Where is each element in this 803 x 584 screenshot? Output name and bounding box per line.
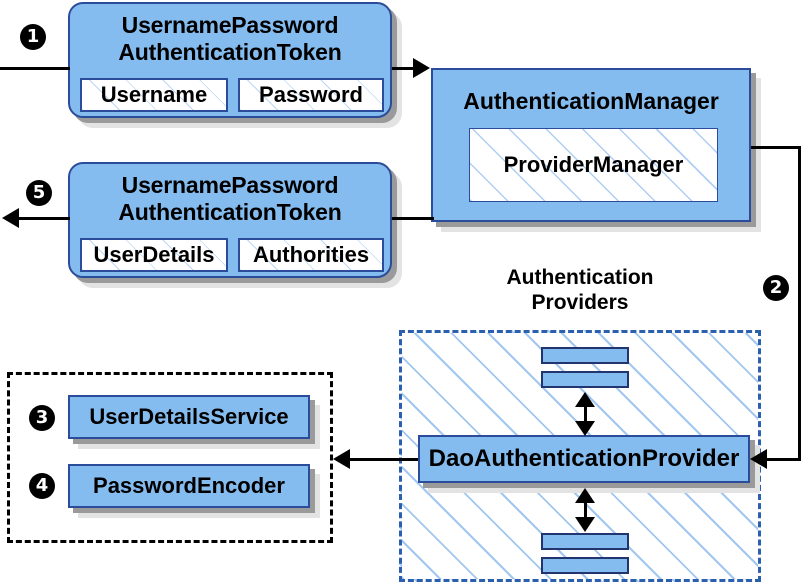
provider-placeholder-bottom-bar-2	[541, 557, 629, 574]
user-details-service-label: UserDetailsService	[89, 404, 289, 429]
step2-arrowhead	[750, 449, 767, 469]
authentication-manager-title: AuthenticationManager	[463, 88, 719, 114]
dao-authentication-provider-box[interactable]: DaoAuthenticationProvider	[418, 435, 750, 483]
request-token-title-line2: AuthenticationToken	[118, 39, 342, 65]
step2-line-top	[751, 146, 801, 149]
response-token-title-line1: UsernamePassword	[121, 172, 339, 198]
provider-to-support-line	[350, 458, 418, 461]
request-to-manager-line	[392, 67, 427, 70]
provider-placeholder-top-bar-1	[541, 347, 629, 364]
request-token-title-line1: UsernamePassword	[121, 12, 339, 38]
provider-manager-label: ProviderManager	[503, 152, 684, 177]
response-token-slot-userdetails[interactable]: UserDetails	[80, 238, 228, 272]
provider-to-support-arrowhead	[333, 449, 350, 469]
response-outgoing-line	[18, 217, 70, 220]
manager-to-response-line	[392, 217, 434, 220]
provider-link-bottom-line	[584, 492, 587, 524]
provider-link-top-arrow-down	[575, 421, 595, 436]
request-to-manager-arrowhead	[413, 58, 430, 78]
step2-line-vertical	[798, 146, 801, 460]
support-services-group[interactable]	[7, 372, 333, 543]
providers-caption: Authentication Providers	[460, 265, 700, 315]
step-4-badge: 4	[29, 473, 55, 499]
step-2-badge: 2	[763, 275, 789, 301]
provider-link-top-arrow-up	[575, 392, 595, 407]
response-token-card[interactable]: UsernamePassword AuthenticationToken Use…	[68, 162, 392, 278]
password-encoder-box[interactable]: PasswordEncoder	[68, 464, 310, 508]
request-token-slot-password[interactable]: Password	[238, 78, 384, 112]
request-token-card[interactable]: UsernamePassword AuthenticationToken Use…	[68, 2, 392, 118]
response-token-title-line2: AuthenticationToken	[118, 199, 342, 225]
password-encoder-label: PasswordEncoder	[93, 473, 285, 498]
provider-link-bottom-arrow-up	[575, 488, 595, 503]
request-token-slot-username[interactable]: Username	[80, 78, 228, 112]
response-outgoing-arrowhead	[2, 208, 19, 228]
response-token-slot-authorities[interactable]: Authorities	[238, 238, 384, 272]
authentication-manager-box[interactable]: AuthenticationManager ProviderManager	[431, 68, 751, 222]
provider-link-top-line	[584, 396, 587, 428]
providers-caption-line1: Authentication	[506, 266, 654, 289]
incoming-request-line	[0, 67, 70, 70]
provider-placeholder-bottom-bar-1	[541, 533, 629, 550]
step-5-badge: 5	[26, 180, 52, 206]
provider-link-bottom-arrow-down	[575, 517, 595, 532]
step2-line-bottom	[765, 458, 801, 461]
providers-caption-line2: Providers	[531, 291, 629, 314]
provider-manager-box[interactable]: ProviderManager	[469, 128, 718, 202]
provider-placeholder-top-bar-2	[541, 371, 629, 388]
user-details-service-box[interactable]: UserDetailsService	[68, 395, 310, 439]
dao-authentication-provider-label: DaoAuthenticationProvider	[428, 445, 740, 472]
step-1-badge: 1	[20, 24, 46, 50]
step-3-badge: 3	[29, 405, 55, 431]
